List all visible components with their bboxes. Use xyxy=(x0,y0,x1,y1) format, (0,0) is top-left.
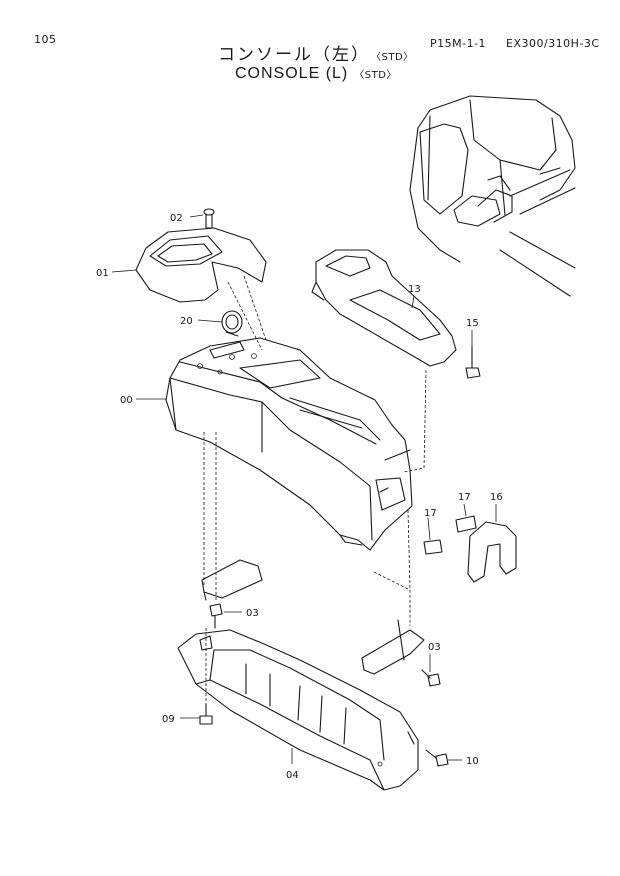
assembly-alignment-lines xyxy=(203,275,427,704)
std-tag-japanese: 〈STD〉 xyxy=(376,52,414,63)
callout-labels: 02 01 20 00 13 15 17 17 16 03 03 09 04 1… xyxy=(96,213,503,781)
u-bracket-part-16 xyxy=(467,521,517,583)
title-japanese-text: コンソール（左） xyxy=(218,45,370,65)
callout-16: 16 xyxy=(490,492,503,503)
console-body-part-00 xyxy=(165,337,413,551)
page-number: 105 xyxy=(34,33,57,46)
bolt-part-10 xyxy=(425,749,449,767)
bolt-part-15 xyxy=(465,345,481,379)
callout-17-lower: 17 xyxy=(424,508,437,519)
clamp-part-20 xyxy=(221,310,243,337)
screw-part-02 xyxy=(203,208,215,229)
cab-location-inset xyxy=(409,95,576,297)
callout-00: 00 xyxy=(120,395,133,406)
title-english-text: CONSOLE (L) xyxy=(235,65,349,82)
bolt-part-03-right xyxy=(421,669,441,687)
mounting-bracket-upper xyxy=(201,559,263,601)
callout-13: 13 xyxy=(408,284,421,295)
pad-part-17-lower xyxy=(423,539,443,555)
top-cover-part-01 xyxy=(135,227,267,303)
bolt-part-03-left xyxy=(209,603,223,629)
callout-02: 02 xyxy=(170,213,183,224)
screw-part-09 xyxy=(199,703,213,725)
callout-15: 15 xyxy=(466,318,479,329)
leader-lines xyxy=(111,214,497,764)
callout-04: 04 xyxy=(286,770,299,781)
under-cover-part-04 xyxy=(177,629,419,791)
machine-model: EX300/310H-3C xyxy=(506,37,600,50)
figure-code: P15M-1-1 xyxy=(430,37,487,50)
callout-01: 01 xyxy=(96,268,109,279)
pad-part-17-upper xyxy=(455,515,477,533)
callout-03-right: 03 xyxy=(428,642,441,653)
callout-20: 20 xyxy=(180,316,193,327)
callout-09: 09 xyxy=(162,714,175,725)
title-english: CONSOLE (L) 〈STD〉 xyxy=(235,63,397,83)
title-japanese: コンソール（左） 〈STD〉 xyxy=(218,40,414,65)
callout-03-left: 03 xyxy=(246,608,259,619)
std-tag-english: 〈STD〉 xyxy=(354,70,397,81)
callout-17-upper: 17 xyxy=(458,492,471,503)
callout-10: 10 xyxy=(466,756,479,767)
armrest-cover-part-13 xyxy=(311,249,457,367)
mounting-bracket-right xyxy=(361,619,425,675)
